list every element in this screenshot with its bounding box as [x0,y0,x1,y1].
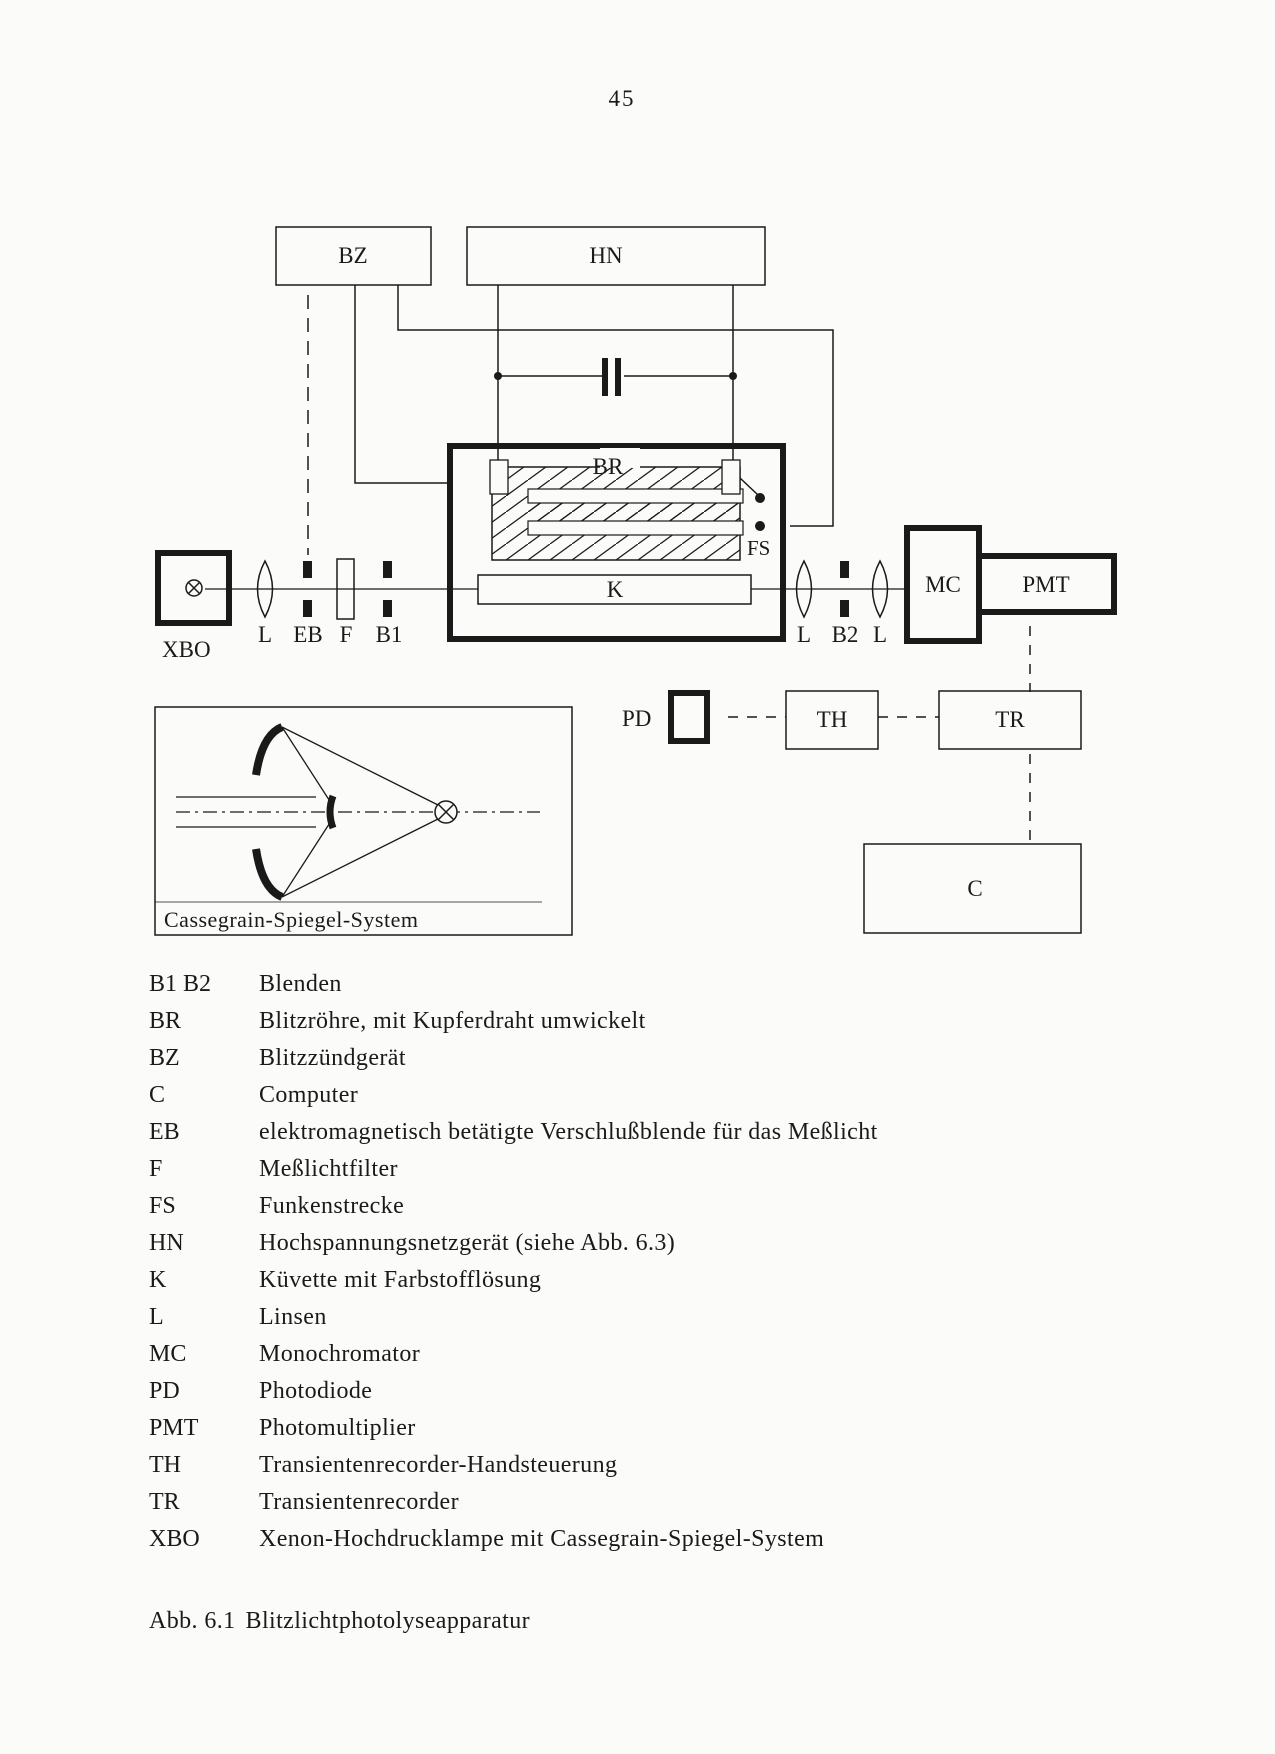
legend-description: Blitzröhre, mit Kupferdraht umwickelt [259,1008,646,1034]
legend-row: HN Hochspannungsnetzgerät (siehe Abb. 6.3… [149,1225,878,1262]
legend-description: Photodiode [259,1378,373,1404]
legend-row: BR Blitzröhre, mit Kupferdraht umwickelt [149,1003,878,1040]
legend-row: B1 B2 Blenden [149,966,878,1003]
aperture-b2: B2 [832,561,859,647]
legend-abbreviation: EB [149,1119,180,1145]
eb-label: EB [293,622,322,647]
bz-box: BZ [275,226,432,286]
caption-text: Blitzlichtphotolyseapparatur [245,1608,531,1634]
legend-abbreviation: K [149,1267,167,1293]
legend-abbreviation: FS [149,1193,176,1219]
legend-description: Computer [259,1082,359,1108]
flash-tube-br: BR [489,448,744,561]
l1-label: L [258,622,272,647]
lens-l1: L [256,559,274,647]
cassegrain-inset: Cassegrain-Spiegel-System [154,706,573,936]
spark-gap-fs: FS [739,477,770,560]
legend-row: F Meßlichtfilter [149,1151,878,1188]
legend-row: K Küvette mit Farbstofflösung [149,1262,878,1299]
legend-row: PD Photodiode [149,1373,878,1410]
aperture-b1: B1 [376,561,403,647]
caption-label: Abb. 6.1 [149,1608,236,1634]
legend-row: FS Funkenstrecke [149,1188,878,1225]
filter-f: F [336,558,355,647]
legend-abbreviation: BZ [149,1045,180,1071]
legend-description: Funkenstrecke [259,1193,405,1219]
legend-description: Monochromator [259,1341,421,1367]
lens-l3: L [871,559,889,647]
legend-row: L Linsen [149,1299,878,1336]
pmt-label: PMT [1022,572,1069,597]
legend-abbreviation: F [149,1156,163,1182]
legend-row: XBO Xenon-Hochdrucklampe mit Cassegrain-S… [149,1521,878,1558]
legend-description: elektromagnetisch betätigte Verschlußble… [259,1119,878,1145]
legend-description: Blitzzündgerät [259,1045,406,1071]
tr-label: TR [995,707,1025,732]
photodiode-pd: PD [622,690,710,744]
flash-housing [447,443,786,642]
bz-label: BZ [338,243,367,268]
legend-abbreviation: XBO [149,1526,200,1552]
legend-description: Hochspannungsnetzgerät (siehe Abb. 6.3) [259,1230,676,1256]
legend-abbreviation: B1 B2 [149,971,212,997]
lens-l2: L [795,559,813,647]
cassegrain-label: Cassegrain-Spiegel-System [164,907,418,932]
signal-lines [728,626,1031,844]
k-label: K [607,577,624,602]
legend-abbreviation: PMT [149,1415,199,1441]
shutter-eb: EB [293,561,323,647]
hn-box: HN [466,226,766,286]
th-box: TH [785,690,879,750]
legend-description: Photomultiplier [259,1415,416,1441]
xbo-lamp: XBO [155,550,232,662]
legend-description: Transientenrecorder [259,1489,459,1515]
legend-abbreviation: C [149,1082,166,1108]
xbo-label: XBO [162,637,211,662]
legend-abbreviation: L [149,1304,164,1330]
l2-label: L [797,622,811,647]
page-number: 45 [608,86,636,111]
capacitor-symbol [494,358,737,396]
legend-row: PMT Photomultiplier [149,1410,878,1447]
f-label: F [340,622,353,647]
monochromator-mc: MC [904,525,982,644]
legend-abbreviation: TR [149,1489,180,1515]
legend-description: Transientenrecorder-Handsteuerung [259,1452,618,1478]
legend-row: MC Monochromator [149,1336,878,1373]
th-label: TH [817,707,848,732]
legend-row: EB elektromagnetisch betätigte Verschlußb… [149,1114,878,1151]
legend-abbreviation: BR [149,1008,182,1034]
legend-abbreviation: TH [149,1452,181,1478]
cuvette-k: K [477,574,752,605]
legend-abbreviation: PD [149,1378,180,1404]
legend-abbreviation: HN [149,1230,184,1256]
legend-abbreviation: MC [149,1341,187,1367]
mc-label: MC [925,572,961,597]
computer-c: C [863,843,1082,934]
legend-description: Blenden [259,971,342,997]
legend-row: TR Transientenrecorder [149,1484,878,1521]
legend-description: Xenon-Hochdrucklampe mit Cassegrain-Spie… [259,1526,825,1552]
br-label: BR [593,454,624,479]
hn-label: HN [589,243,623,268]
legend-row: C Computer [149,1077,878,1114]
apparatus-diagram: BZ HN BR FS [154,226,1117,936]
l3-label: L [873,622,887,647]
tr-box: TR [938,690,1082,750]
figure-caption: Abb. 6.1 Blitzlichtphotolyseapparatur [149,1608,530,1635]
photomultiplier-pmt: PMT [976,553,1117,615]
legend-row: BZ Blitzzündgerät [149,1040,878,1077]
legend-description: Linsen [259,1304,327,1330]
fs-label: FS [747,536,770,560]
legend-description: Meßlichtfilter [259,1156,398,1182]
c-label: C [967,876,982,901]
legend-row: TH Transientenrecorder-Handsteuerung [149,1447,878,1484]
b1-label: B1 [376,622,403,647]
b2-label: B2 [832,622,859,647]
legend-description: Küvette mit Farbstofflösung [259,1267,542,1293]
pd-label: PD [622,706,651,731]
